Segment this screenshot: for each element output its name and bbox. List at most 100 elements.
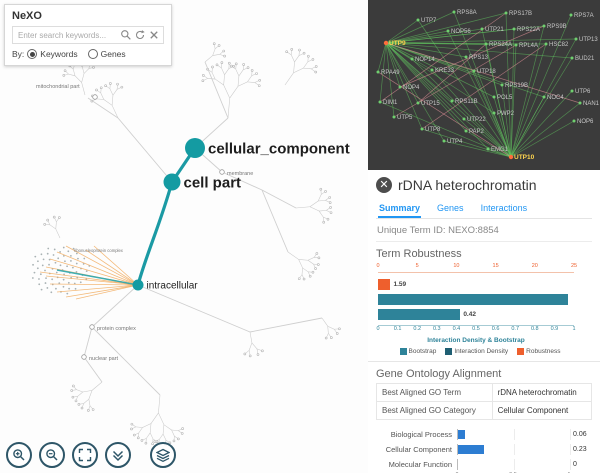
network-node[interactable] xyxy=(569,13,573,17)
tab-summary[interactable]: Summary xyxy=(378,200,422,218)
search-icon[interactable] xyxy=(120,29,132,41)
go-term-key: Best Aligned GO Term xyxy=(376,383,493,402)
network-node[interactable] xyxy=(514,43,518,47)
network-node[interactable] xyxy=(574,37,578,41)
network-node[interactable] xyxy=(486,147,490,151)
network-node-label: RPS8A xyxy=(457,10,477,16)
details-header: ✕ rDNA heterochromatin xyxy=(376,177,592,193)
network-node-label: UTP4 xyxy=(447,139,463,145)
tab-interactions[interactable]: Interactions xyxy=(480,203,528,213)
reset-icon[interactable] xyxy=(134,29,146,41)
network-node[interactable] xyxy=(492,95,496,99)
search-panel: NeXO By: Keywords Genes xyxy=(4,4,172,66)
layers-button[interactable] xyxy=(150,442,176,468)
go-alignment-table: Best Aligned GO Term rDNA heterochromati… xyxy=(376,383,593,420)
network-node[interactable] xyxy=(572,119,576,123)
network-node-label: UTP22 xyxy=(467,117,486,123)
term-details-panel: ✕ rDNA heterochromatin Summary Genes Int… xyxy=(368,170,600,473)
network-node[interactable] xyxy=(376,70,380,74)
tree-node-label: intracellular xyxy=(147,281,199,292)
tree-node-intracellular[interactable] xyxy=(132,279,144,291)
network-node-label: BUD21 xyxy=(575,56,595,62)
network-node-label: RPS13 xyxy=(469,55,489,61)
network-node[interactable] xyxy=(410,57,414,61)
tree-node-cell-part[interactable] xyxy=(163,173,181,191)
search-input[interactable] xyxy=(16,29,118,41)
network-node[interactable] xyxy=(508,154,514,160)
network-node[interactable] xyxy=(452,10,456,14)
radio-genes[interactable] xyxy=(87,49,98,59)
network-node-label: KRE33 xyxy=(435,68,455,74)
network-node[interactable] xyxy=(462,117,466,121)
network-node[interactable] xyxy=(570,56,574,60)
network-node[interactable] xyxy=(542,24,546,28)
network-node[interactable] xyxy=(578,101,582,105)
network-node-label: NOP6 xyxy=(577,119,594,125)
zoom-out-button[interactable] xyxy=(39,442,65,468)
network-node[interactable] xyxy=(416,18,420,22)
network-node[interactable] xyxy=(504,11,508,15)
network-node[interactable] xyxy=(484,42,488,46)
tree-node-label: cell part xyxy=(184,174,242,191)
network-node-label: DIM1 xyxy=(383,100,398,106)
network-node-label: UTP9 xyxy=(389,40,406,47)
network-node[interactable] xyxy=(544,42,548,46)
search-field xyxy=(12,26,164,44)
ontology-tree-canvas[interactable]: mitochondrial partmembraneribonucleoprot… xyxy=(0,0,368,473)
unique-term-id: Unique Term ID: NEXO:8854 xyxy=(376,219,592,242)
network-node[interactable] xyxy=(464,55,468,59)
network-node[interactable] xyxy=(450,99,454,103)
network-node[interactable] xyxy=(480,27,484,31)
network-node-label: NOP14 xyxy=(415,57,435,63)
network-node[interactable] xyxy=(512,27,516,31)
clear-icon[interactable] xyxy=(148,29,160,41)
network-node[interactable] xyxy=(464,129,468,133)
network-node[interactable] xyxy=(383,40,389,46)
network-node-label: UTP10 xyxy=(514,154,535,161)
bar-bootstrap xyxy=(378,294,569,305)
tree-label: nuclear part xyxy=(89,356,119,362)
network-node[interactable] xyxy=(430,68,434,72)
network-node-label: RPS22A xyxy=(517,27,540,33)
network-node[interactable] xyxy=(446,29,450,33)
network-node-label: HSC82 xyxy=(549,42,569,48)
app-title: NeXO xyxy=(12,10,42,22)
tree-node-cellular-component[interactable] xyxy=(185,138,205,158)
fit-view-button[interactable] xyxy=(72,442,98,468)
network-node[interactable] xyxy=(472,69,476,73)
network-node[interactable] xyxy=(416,101,420,105)
network-node-label: RPS17B xyxy=(509,11,532,17)
network-node-label: UTP13 xyxy=(579,37,598,43)
network-node[interactable] xyxy=(398,85,402,89)
network-node-label: RPA49 xyxy=(381,70,400,76)
network-node[interactable] xyxy=(542,95,546,99)
network-node-label: RPL4A xyxy=(519,43,538,49)
network-node[interactable] xyxy=(378,100,382,104)
network-node[interactable] xyxy=(570,89,574,93)
network-node-label: PAP2 xyxy=(469,129,485,135)
network-node-label: NOP56 xyxy=(451,29,471,35)
tab-genes[interactable]: Genes xyxy=(437,203,464,213)
network-node[interactable] xyxy=(500,83,504,87)
zoom-in-button[interactable] xyxy=(6,442,32,468)
close-icon[interactable]: ✕ xyxy=(376,177,392,193)
radio-keywords[interactable] xyxy=(27,49,38,59)
details-tabs: Summary Genes Interactions xyxy=(376,200,592,219)
tree-label: protein complex xyxy=(97,326,136,332)
network-node-label: RPS11B xyxy=(455,99,478,105)
network-node-label: RPS9B xyxy=(547,24,567,30)
expand-levels-button[interactable] xyxy=(105,442,131,468)
network-node[interactable] xyxy=(420,127,424,131)
network-node[interactable] xyxy=(442,139,446,143)
legend-item: Interaction Density xyxy=(445,348,508,355)
network-node-label: NOC4 xyxy=(547,95,564,101)
network-node-label: NOP4 xyxy=(403,85,420,91)
network-node[interactable] xyxy=(492,111,496,115)
network-node[interactable] xyxy=(392,115,396,119)
